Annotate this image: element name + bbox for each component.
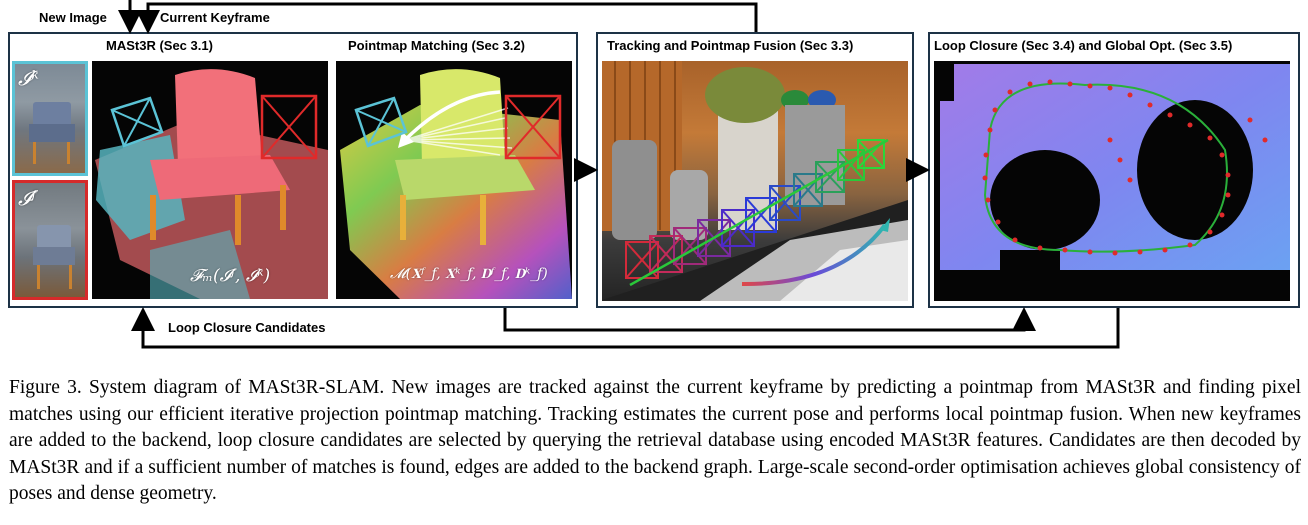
frame-symbol: 𝓘ᶠ — [18, 186, 37, 210]
diagram-graphics — [95, 0, 1290, 349]
current-keyframe-label: Current Keyframe — [160, 10, 270, 25]
new-image-label: New Image — [39, 10, 107, 25]
loop-closure-panel-title: Loop Closure (Sec 3.4) and Global Opt. (… — [934, 38, 1233, 53]
keyframe-thumbnail — [12, 61, 88, 176]
matching-panel-title: Pointmap Matching (Sec 3.2) — [348, 38, 525, 53]
loop-closure-map-content — [934, 61, 1290, 301]
mast3r-panel-title: MASt3R (Sec 3.1) — [106, 38, 213, 53]
connector-arrows — [118, 0, 1120, 349]
keyframe-symbol: 𝓘ᵏ — [18, 66, 39, 90]
mast3r-pointmap-content — [95, 69, 328, 299]
matching-keyframe-camera — [354, 96, 408, 148]
tracking-camera-trajectory — [625, 138, 889, 287]
matching-pointmap-content — [340, 69, 572, 299]
mast3r-formula: 𝓕ₘ(𝓘ᶠ, 𝓘ᵏ) — [190, 266, 271, 286]
frame-thumbnail — [12, 180, 88, 300]
loop-closure-candidates-label: Loop Closure Candidates — [168, 320, 326, 335]
tracking-panel-title: Tracking and Pointmap Fusion (Sec 3.3) — [607, 38, 854, 53]
matching-frame-camera — [504, 94, 562, 160]
mast3r-keyframe-camera — [110, 96, 164, 148]
matching-formula: 𝓜(𝐗ᶠ_f, 𝐗ᵏ_f, 𝐃ᶠ_f, 𝐃ᵏ_f) — [390, 266, 548, 282]
mast3r-frame-camera — [260, 94, 318, 160]
figure-caption: Figure 3. System diagram of MASt3R-SLAM.… — [9, 377, 1301, 504]
tracking-progress-arc — [741, 218, 890, 287]
